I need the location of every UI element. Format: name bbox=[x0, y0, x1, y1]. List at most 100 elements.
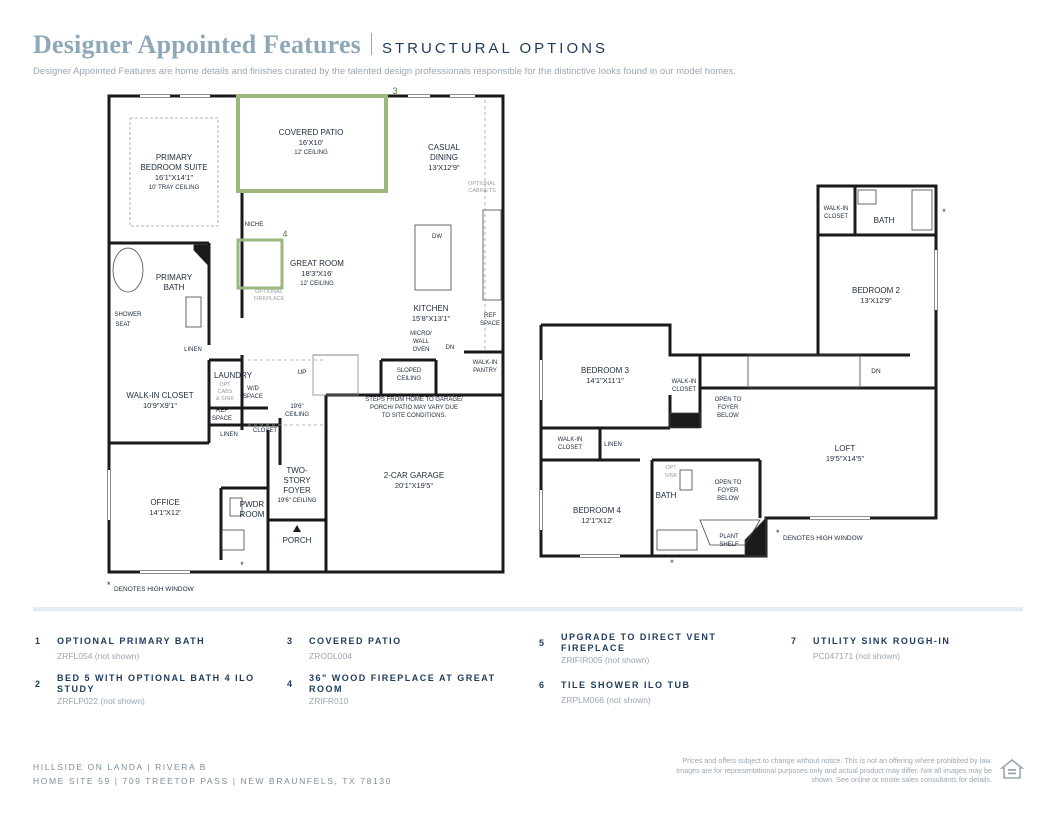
title-divider bbox=[371, 33, 373, 55]
primary-suite-size: 16'1"X14'1" bbox=[155, 173, 194, 182]
second-floor-labels: WALK-IN CLOSET BATH BEDROOM 2 13'X12'9" … bbox=[558, 206, 901, 548]
option-3-name: COVERED PATIO bbox=[309, 636, 402, 646]
two-story-foyer-line2: STORY bbox=[283, 476, 311, 485]
ceiling-196-line1: 19'6" bbox=[290, 404, 303, 410]
walk-in-pantry-line2: PANTRY bbox=[473, 368, 497, 374]
option-2-name: BED 5 WITH OPTIONAL BATH 4 ILO STUDY bbox=[57, 673, 255, 694]
star-mark-3: * bbox=[942, 207, 946, 217]
garage-size: 20'1"X19'5" bbox=[395, 481, 434, 490]
open-foyer-1-line3: BELOW bbox=[717, 413, 739, 419]
laundry-opt2: CABS bbox=[218, 389, 233, 395]
loft-size: 19'5"X14'5" bbox=[826, 454, 865, 463]
two-story-foyer-line1: TWO- bbox=[286, 466, 308, 475]
bedroom-4-name: BEDROOM 4 bbox=[573, 506, 622, 515]
option-1-name: OPTIONAL PRIMARY BATH bbox=[57, 636, 206, 646]
covered-patio-note: 12' CEILING bbox=[294, 150, 328, 156]
option-3-number: 3 bbox=[287, 636, 293, 646]
bedroom-2-size: 13'X12'9" bbox=[860, 296, 892, 305]
casual-dining-size: 13'X12'9" bbox=[428, 163, 460, 172]
open-foyer-1-line1: OPEN TO bbox=[715, 397, 742, 403]
sloped-ceiling-line1: SLOPED bbox=[397, 368, 422, 374]
community-name: HILLSIDE ON LANDA | RIVERA B bbox=[33, 762, 208, 772]
fireplace-highlight bbox=[236, 238, 284, 290]
great-room-name: GREAT ROOM bbox=[290, 259, 344, 268]
micro-wall-oven-line1: MICRO/ bbox=[410, 331, 432, 337]
dn-label-1: DN bbox=[446, 345, 455, 351]
open-foyer-1-line2: FOYER bbox=[718, 405, 739, 411]
walk-in-closet-3-line2: CLOSET bbox=[672, 387, 696, 393]
windows bbox=[108, 95, 475, 573]
wd-space-line2: SPACE bbox=[243, 394, 263, 400]
option-2-number: 2 bbox=[35, 679, 41, 689]
first-floor-labels: 3 4 COVERED PATIO 16'X10' 12' CEILING PR… bbox=[115, 86, 947, 570]
shower-seat-line1: SHOWER bbox=[115, 312, 143, 318]
option-5-number: 5 bbox=[539, 638, 545, 648]
high-window-star-2: * bbox=[776, 528, 780, 538]
ref-space-2-line2: SPACE bbox=[212, 416, 232, 422]
bedroom-2-name: BEDROOM 2 bbox=[852, 286, 901, 295]
second-floor-details bbox=[656, 189, 933, 557]
wd-space-line1: W/D bbox=[247, 386, 259, 392]
option-5-code: ZRIFIR005 (not shown) bbox=[561, 655, 650, 665]
garage-name: 2-CAR GARAGE bbox=[384, 471, 444, 480]
walk-in-closet-3-line1: WALK-IN bbox=[672, 379, 697, 385]
pwdr-room-line2: ROOM bbox=[240, 510, 265, 519]
office-name: OFFICE bbox=[150, 498, 179, 507]
equal-housing-icon bbox=[1000, 758, 1024, 779]
optional-cabinets-line1: OPTIONAL bbox=[468, 181, 496, 187]
option-5-name: UPGRADE TO DIRECT VENT FIREPLACE bbox=[561, 632, 717, 653]
laundry-opt1: OPT bbox=[219, 382, 231, 388]
option-4-name: 36" WOOD FIREPLACE AT GREAT ROOM bbox=[309, 673, 496, 694]
opt-sink-line2: SINK bbox=[665, 473, 678, 479]
open-foyer-2-line3: BELOW bbox=[717, 496, 739, 502]
home-address: HOME SITE 59 | 709 TREETOP PASS | NEW BR… bbox=[33, 776, 392, 786]
high-window-note-2: * DENOTES HIGH WINDOW bbox=[776, 528, 864, 542]
pwdr-room-line1: PWDR bbox=[240, 500, 265, 509]
walk-in-closet-1-name: WALK-IN CLOSET bbox=[126, 391, 193, 400]
optional-fireplace-line1: OPTIONAL bbox=[255, 289, 283, 295]
primary-suite-note: 10' TRAY CEILING bbox=[149, 185, 200, 191]
page-description: Designer Appointed Features are home det… bbox=[33, 66, 736, 77]
walk-in-pantry-line1: WALK-IN bbox=[473, 360, 498, 366]
optional-cabinets-line2: CABINETS bbox=[468, 188, 496, 194]
page-title: Designer Appointed Features STRUCTURAL OP… bbox=[33, 30, 608, 60]
porch-label: PORCH bbox=[283, 536, 312, 545]
loft-name: LOFT bbox=[835, 444, 856, 453]
second-floor-windows bbox=[540, 250, 937, 557]
steps-note-line2: PORCH/ PATIO MAY VARY DUE bbox=[370, 405, 458, 411]
sloped-ceiling-line2: CEILING bbox=[397, 376, 421, 382]
entry-arrow-icon bbox=[293, 525, 301, 532]
dw-label: DW bbox=[432, 234, 442, 240]
steps-note-line1: STEPS FROM HOME TO GARAGE/ bbox=[365, 397, 463, 403]
plant-shelf-line2: SHELF bbox=[719, 542, 739, 548]
section-divider bbox=[33, 607, 1023, 611]
shower-seat-line2: SEAT bbox=[115, 322, 131, 328]
option-4-code: ZRIFR010 bbox=[309, 696, 349, 706]
covered-patio-highlight bbox=[236, 94, 388, 193]
up-label: UP bbox=[297, 369, 306, 376]
niche-label: NICHE bbox=[245, 222, 264, 228]
open-foyer-2-line1: OPEN TO bbox=[715, 480, 742, 486]
closet-label: CLOSET bbox=[253, 428, 277, 434]
floor-plan: 3 4 COVERED PATIO 16'X10' 12' CEILING PR… bbox=[107, 86, 947, 593]
casual-dining-line2: DINING bbox=[430, 153, 458, 162]
primary-suite-line1: PRIMARY bbox=[156, 153, 193, 162]
section-title: STRUCTURAL OPTIONS bbox=[382, 40, 608, 57]
walk-in-closet-4-line1: WALK-IN bbox=[558, 437, 583, 443]
casual-dining-line1: CASUAL bbox=[428, 143, 461, 152]
steps-note-line3: TO SITE CONDITIONS. bbox=[382, 413, 447, 419]
ref-space-2-line1: REF bbox=[216, 408, 228, 414]
kitchen-size: 15'8"X13'1" bbox=[412, 314, 451, 323]
option-7-number: 7 bbox=[791, 636, 797, 646]
micro-wall-oven-line3: OVEN bbox=[412, 347, 429, 353]
high-window-note-1: * DENOTES HIGH WINDOW bbox=[107, 580, 195, 593]
bedroom-3-size: 14'1"X11'1" bbox=[586, 376, 624, 385]
walk-in-closet-2-line1: WALK-IN bbox=[824, 206, 849, 212]
dn-label-2: DN bbox=[871, 368, 881, 375]
optional-fireplace-line2: FIREPLACE bbox=[254, 296, 285, 302]
two-story-foyer-line3: FOYER bbox=[283, 486, 311, 495]
ref-space-1-line2: SPACE bbox=[480, 321, 500, 327]
covered-patio-size: 16'X10' bbox=[299, 138, 324, 147]
title-main: Designer Appointed Features bbox=[33, 30, 362, 59]
walk-in-closet-1-size: 10'9"X9'1" bbox=[143, 401, 177, 410]
